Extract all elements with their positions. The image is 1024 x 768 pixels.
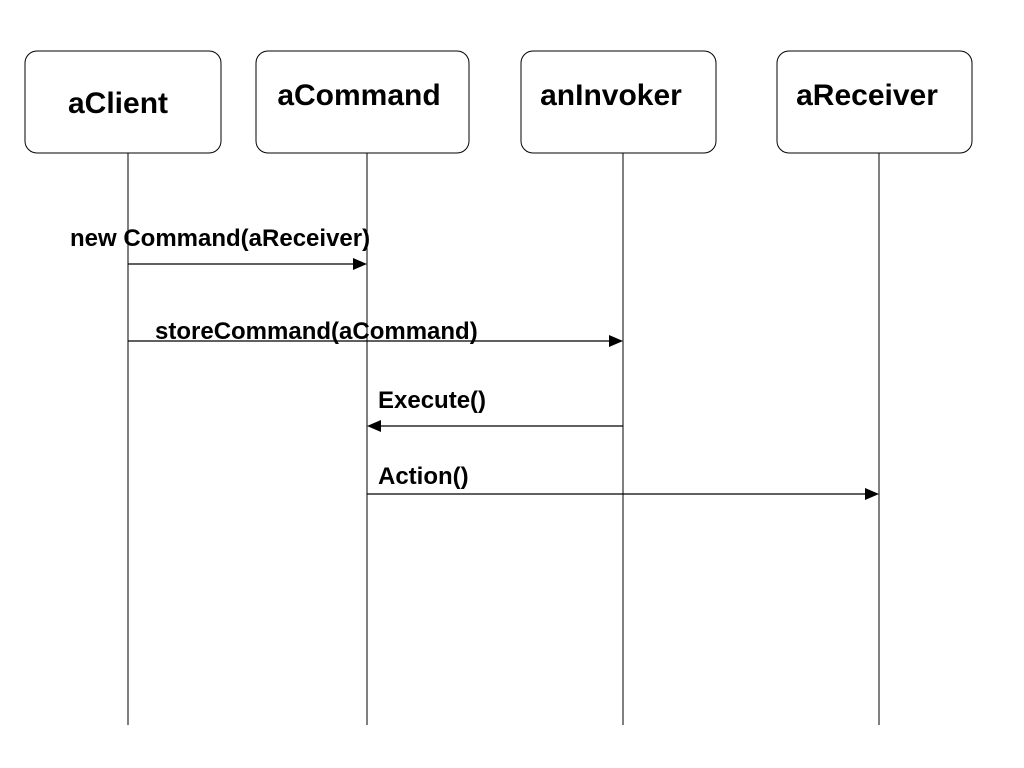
participant-aclient: aClient bbox=[24, 50, 222, 725]
arrowhead-execute bbox=[367, 420, 381, 432]
participant-box-areceiver bbox=[776, 50, 973, 154]
participant-label-areceiver: aReceiver bbox=[796, 79, 938, 112]
participant-label-aninvoker: anInvoker bbox=[540, 79, 682, 112]
participant-label-aclient: aClient bbox=[68, 87, 168, 120]
message-label-store-command: storeCommand(aCommand) bbox=[155, 318, 478, 345]
participant-box-acommand bbox=[255, 50, 470, 154]
participant-acommand: aCommand bbox=[255, 50, 470, 725]
participant-box-aninvoker bbox=[520, 50, 717, 154]
message-label-execute: Execute() bbox=[378, 387, 486, 414]
message-store-command: storeCommand(aCommand) bbox=[128, 318, 623, 347]
arrowhead-new-command bbox=[353, 258, 367, 270]
participant-box-aclient bbox=[24, 50, 222, 154]
message-action: Action() bbox=[367, 463, 879, 500]
participant-areceiver: aReceiver bbox=[776, 50, 973, 725]
participant-aninvoker: anInvoker bbox=[520, 50, 717, 725]
message-label-new-command: new Command(aReceiver) bbox=[70, 225, 370, 252]
participant-label-acommand: aCommand bbox=[277, 79, 440, 112]
arrowhead-store-command bbox=[609, 335, 623, 347]
message-new-command: new Command(aReceiver) bbox=[70, 225, 370, 270]
arrowhead-action bbox=[865, 488, 879, 500]
message-execute: Execute() bbox=[367, 387, 623, 432]
message-label-action: Action() bbox=[378, 463, 469, 490]
